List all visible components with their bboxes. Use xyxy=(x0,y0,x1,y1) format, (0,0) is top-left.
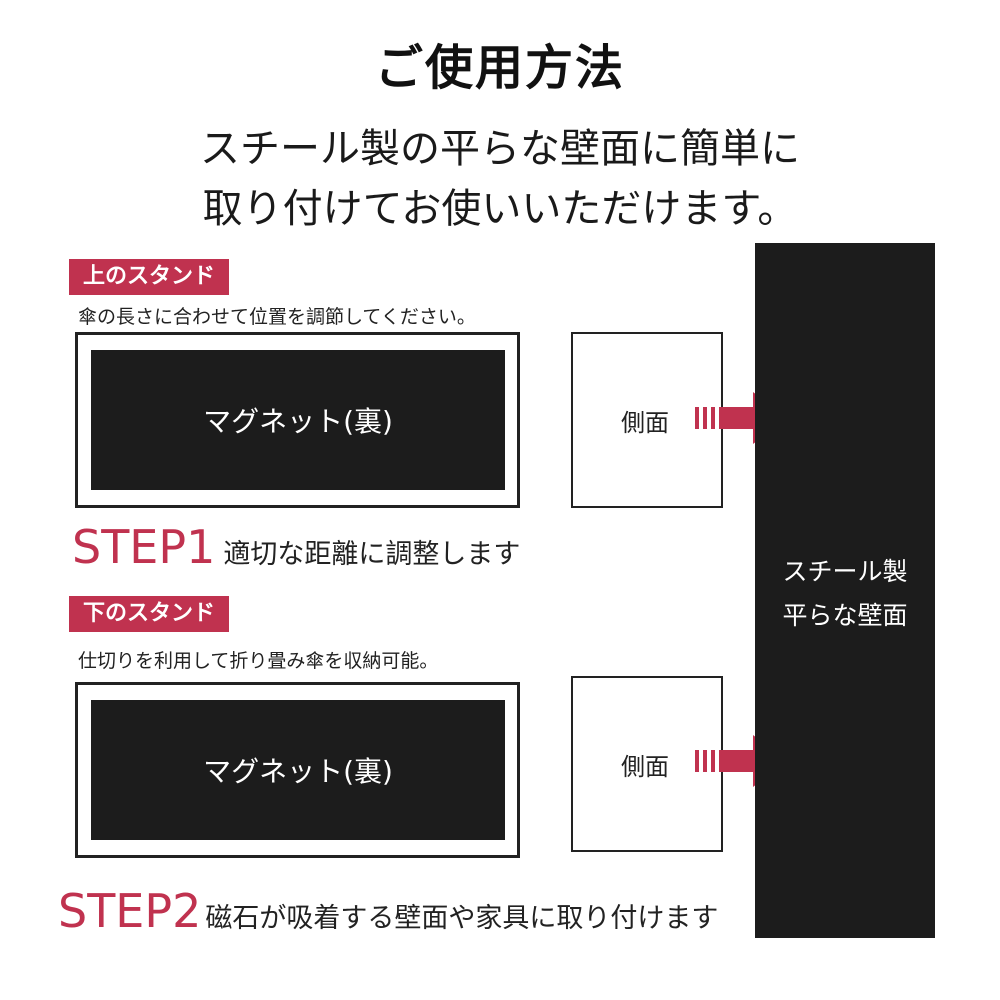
wall-label-line-2: 平らな壁面 xyxy=(782,601,908,630)
steel-wall xyxy=(755,243,935,938)
step1-number: STEP1 xyxy=(72,520,216,574)
lower-stand-note: 仕切りを利用して折り畳み傘を収納可能。 xyxy=(78,650,439,672)
lower-stand-tag: 下のスタンド xyxy=(69,596,230,632)
upper-stand-tag: 上のスタンド xyxy=(69,259,230,295)
upper-stand-front-outline: マグネット(裏) xyxy=(75,332,520,508)
step1-row: STEP1 適切な距離に調整します xyxy=(72,524,520,571)
upper-magnet-label: マグネット(裏) xyxy=(203,405,393,438)
upper-side-label: 側面 xyxy=(621,408,669,437)
subtitle-line-2: 取り付けてお使いいただけます。 xyxy=(202,186,798,232)
lower-magnet-panel: マグネット(裏) xyxy=(91,700,505,840)
lower-stand-front-outline: マグネット(裏) xyxy=(75,682,520,858)
subtitle-line-1: スチール製の平らな壁面に簡単に xyxy=(200,126,800,172)
upper-magnet-panel: マグネット(裏) xyxy=(91,350,505,490)
step2-row: STEP2 磁石が吸着する壁面や家具に取り付けます xyxy=(58,888,718,935)
wall-label-line-1: スチール製 xyxy=(782,557,908,586)
upper-stand-note: 傘の長さに合わせて位置を調節してください。 xyxy=(78,306,476,328)
lower-magnet-label: マグネット(裏) xyxy=(203,755,393,788)
lower-side-label: 側面 xyxy=(621,752,669,781)
step1-text: 適切な距離に調整します xyxy=(223,539,521,570)
step2-number: STEP2 xyxy=(58,884,202,938)
step2-text: 磁石が吸着する壁面や家具に取り付けます xyxy=(205,903,719,934)
page-title: ご使用方法 xyxy=(374,40,625,96)
